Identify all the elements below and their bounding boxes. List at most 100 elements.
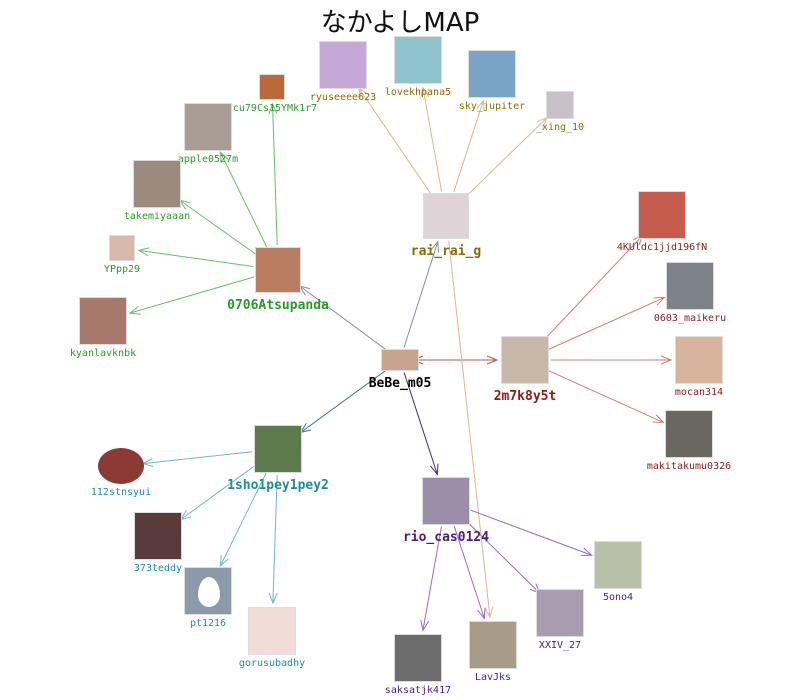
arrowhead-rai_rai_g-sky_jupiter (476, 99, 485, 112)
avatar-_xing_10[interactable] (546, 91, 574, 119)
label-takemiyaaan[interactable]: takemiyaaan (123, 211, 191, 222)
arrowhead-0706Atsupanda-kyanlavknbk (128, 306, 141, 315)
label-LavJks[interactable]: LavJks (474, 672, 512, 683)
edge-BeBe_m05-0706Atsupanda (299, 285, 390, 353)
avatar-BeBe_m05[interactable] (381, 349, 419, 371)
edge-1sho1pey1pey2-373teddy (180, 463, 258, 520)
avatar-112stnsyui[interactable] (98, 448, 144, 484)
arrowhead-rai_rai_g-lovekhpana5 (420, 86, 430, 99)
arrowhead-BeBe_m05-rai_rai_g (430, 240, 440, 253)
arrowhead-0706Atsupanda-YPpp29 (137, 247, 150, 257)
arrowhead-2m7k8y5t-0603_maikeru (653, 296, 666, 306)
avatar-4KUldc1jjd196fN[interactable] (638, 191, 686, 239)
edge-rai_rai_g-LavJks (448, 240, 491, 618)
avatar-rai_rai_g[interactable] (423, 193, 469, 239)
label-0706Atsupanda[interactable]: 0706Atsupanda (227, 298, 329, 313)
edge-0706Atsupanda-apple0527m (219, 151, 268, 248)
avatar-lovekhpana5[interactable] (394, 36, 442, 84)
arrowhead-2m7k8y5t-makitakumu0326 (652, 414, 665, 424)
label-1sho1pey1pey2[interactable]: 1sho1pey1pey2 (227, 478, 329, 493)
avatar-YPpp29[interactable] (109, 235, 135, 261)
label-112stnsyui[interactable]: 112stnsyui (90, 487, 152, 498)
avatar-XXIV_27[interactable] (536, 589, 584, 637)
label-sky_jupiter[interactable]: sky_jupiter (458, 101, 526, 112)
avatar-saksatjk417[interactable] (394, 634, 442, 682)
label-gorusubadhy[interactable]: gorusubadhy (238, 658, 306, 669)
edge-rio_cas0124-XXIV_27 (464, 518, 541, 594)
edge-1sho1pey1pey2-pt1216 (219, 472, 267, 567)
arrowhead-rai_rai_g-LavJks (484, 606, 494, 619)
avatar-0706Atsupanda[interactable] (255, 247, 301, 293)
edge-rio_cas0124-LavJks (453, 525, 485, 619)
label-Ecu79Cs15YMk1r7[interactable]: Ecu79Cs15YMk1r7 (226, 103, 318, 114)
label-rai_rai_g[interactable]: rai_rai_g (410, 244, 482, 259)
edge-2m7k8y5t-4KUldc1jjd196fN (542, 235, 644, 342)
edge-0706Atsupanda-takemiyaaan (179, 199, 258, 256)
avatar-2m7k8y5t[interactable] (501, 336, 549, 384)
edge-rio_cas0124-5ono4 (470, 509, 592, 556)
avatar-makitakumu0326[interactable] (665, 410, 713, 458)
arrowhead-0706Atsupanda-apple0527m (219, 150, 229, 163)
label-0603_maikeru[interactable]: 0603_maikeru (653, 313, 727, 324)
arrowhead-BeBe_m05-rio_cas0124 (430, 463, 439, 476)
label-rio_cas0124[interactable]: rio_cas0124 (402, 530, 490, 545)
label-5ono4[interactable]: 5ono4 (602, 592, 634, 603)
edge-0706Atsupanda-Ecu79Cs15YMk1r7 (272, 103, 278, 246)
edge-rai_rai_g-lovekhpana5 (422, 87, 443, 192)
label-YPpp29[interactable]: YPpp29 (103, 264, 141, 275)
avatar-sky_jupiter[interactable] (468, 50, 516, 98)
edge-1sho1pey1pey2-gorusubadhy (272, 474, 278, 604)
label-2m7k8y5t[interactable]: 2m7k8y5t (493, 389, 557, 404)
label-373teddy[interactable]: 373teddy (133, 563, 183, 574)
arrowhead-0706Atsupanda-Ecu79Cs15YMk1r7 (268, 102, 278, 115)
label-mocan314[interactable]: mocan314 (674, 387, 724, 398)
avatar-373teddy[interactable] (134, 512, 182, 560)
edge-2m7k8y5t-makitakumu0326 (548, 370, 664, 423)
egg-placeholder-icon (198, 577, 220, 607)
edge-2m7k8y5t-0603_maikeru (548, 297, 665, 350)
avatar-1sho1pey1pey2[interactable] (254, 425, 302, 473)
edge-rio_cas0124-saksatjk417 (422, 526, 442, 631)
arrowhead-2m7k8y5t-mocan314 (660, 355, 673, 365)
edge-rai_rai_g-_xing_10 (463, 117, 548, 199)
avatar-pt1216[interactable] (184, 567, 232, 615)
avatar-kyanlavknbk[interactable] (79, 297, 127, 345)
arrowhead-rio_cas0124-LavJks (477, 607, 486, 620)
label-makitakumu0326[interactable]: makitakumu0326 (646, 461, 732, 472)
avatar-rio_cas0124[interactable] (422, 477, 470, 525)
avatar-LavJks[interactable] (469, 621, 517, 669)
label-BeBe_m05[interactable]: BeBe_m05 (368, 376, 432, 391)
label-4KUldc1jjd196fN[interactable]: 4KUldc1jjd196fN (616, 242, 708, 253)
label-kyanlavknbk[interactable]: kyanlavknbk (69, 348, 137, 359)
label-ryuseeee623[interactable]: ryuseeee623 (309, 92, 377, 103)
arrowhead-1sho1pey1pey2-gorusubadhy (268, 592, 278, 605)
label-_xing_10[interactable]: _xing_10 (535, 122, 585, 133)
edge-0706Atsupanda-YPpp29 (138, 249, 254, 268)
edge-0706Atsupanda-kyanlavknbk (129, 276, 255, 314)
edge-BeBe_m05-rai_rai_g (403, 241, 439, 348)
avatar-0603_maikeru[interactable] (666, 262, 714, 310)
label-XXIV_27[interactable]: XXIV_27 (538, 640, 582, 651)
avatar-ryuseeee623[interactable] (319, 41, 367, 89)
arrowhead-BeBe_m05-2m7k8y5t (486, 355, 499, 365)
label-pt1216[interactable]: pt1216 (189, 618, 227, 629)
arrowhead-1sho1pey1pey2-pt1216 (219, 555, 229, 568)
label-apple0527m[interactable]: apple0527m (177, 154, 239, 165)
map-title: なかよしMAP (320, 8, 480, 38)
arrowhead-rio_cas0124-saksatjk417 (420, 619, 430, 632)
label-saksatjk417[interactable]: saksatjk417 (384, 685, 452, 696)
arrowhead-rio_cas0124-5ono4 (580, 547, 594, 556)
edge-BeBe_m05-1sho1pey1pey2 (300, 367, 390, 433)
label-lovekhpana5[interactable]: lovekhpana5 (384, 87, 452, 98)
avatar-Ecu79Cs15YMk1r7[interactable] (259, 74, 285, 100)
avatar-gorusubadhy[interactable] (248, 607, 296, 655)
edge-rai_rai_g-ryuseeee623 (358, 87, 433, 196)
avatar-apple0527m[interactable] (184, 103, 232, 151)
edge-rai_rai_g-sky_jupiter (453, 100, 484, 193)
edge-BeBe_m05-rio_cas0124 (403, 372, 438, 475)
avatar-5ono4[interactable] (594, 541, 642, 589)
edge-1sho1pey1pey2-112stnsyui (142, 451, 253, 465)
avatar-takemiyaaan[interactable] (133, 160, 181, 208)
avatar-mocan314[interactable] (675, 336, 723, 384)
